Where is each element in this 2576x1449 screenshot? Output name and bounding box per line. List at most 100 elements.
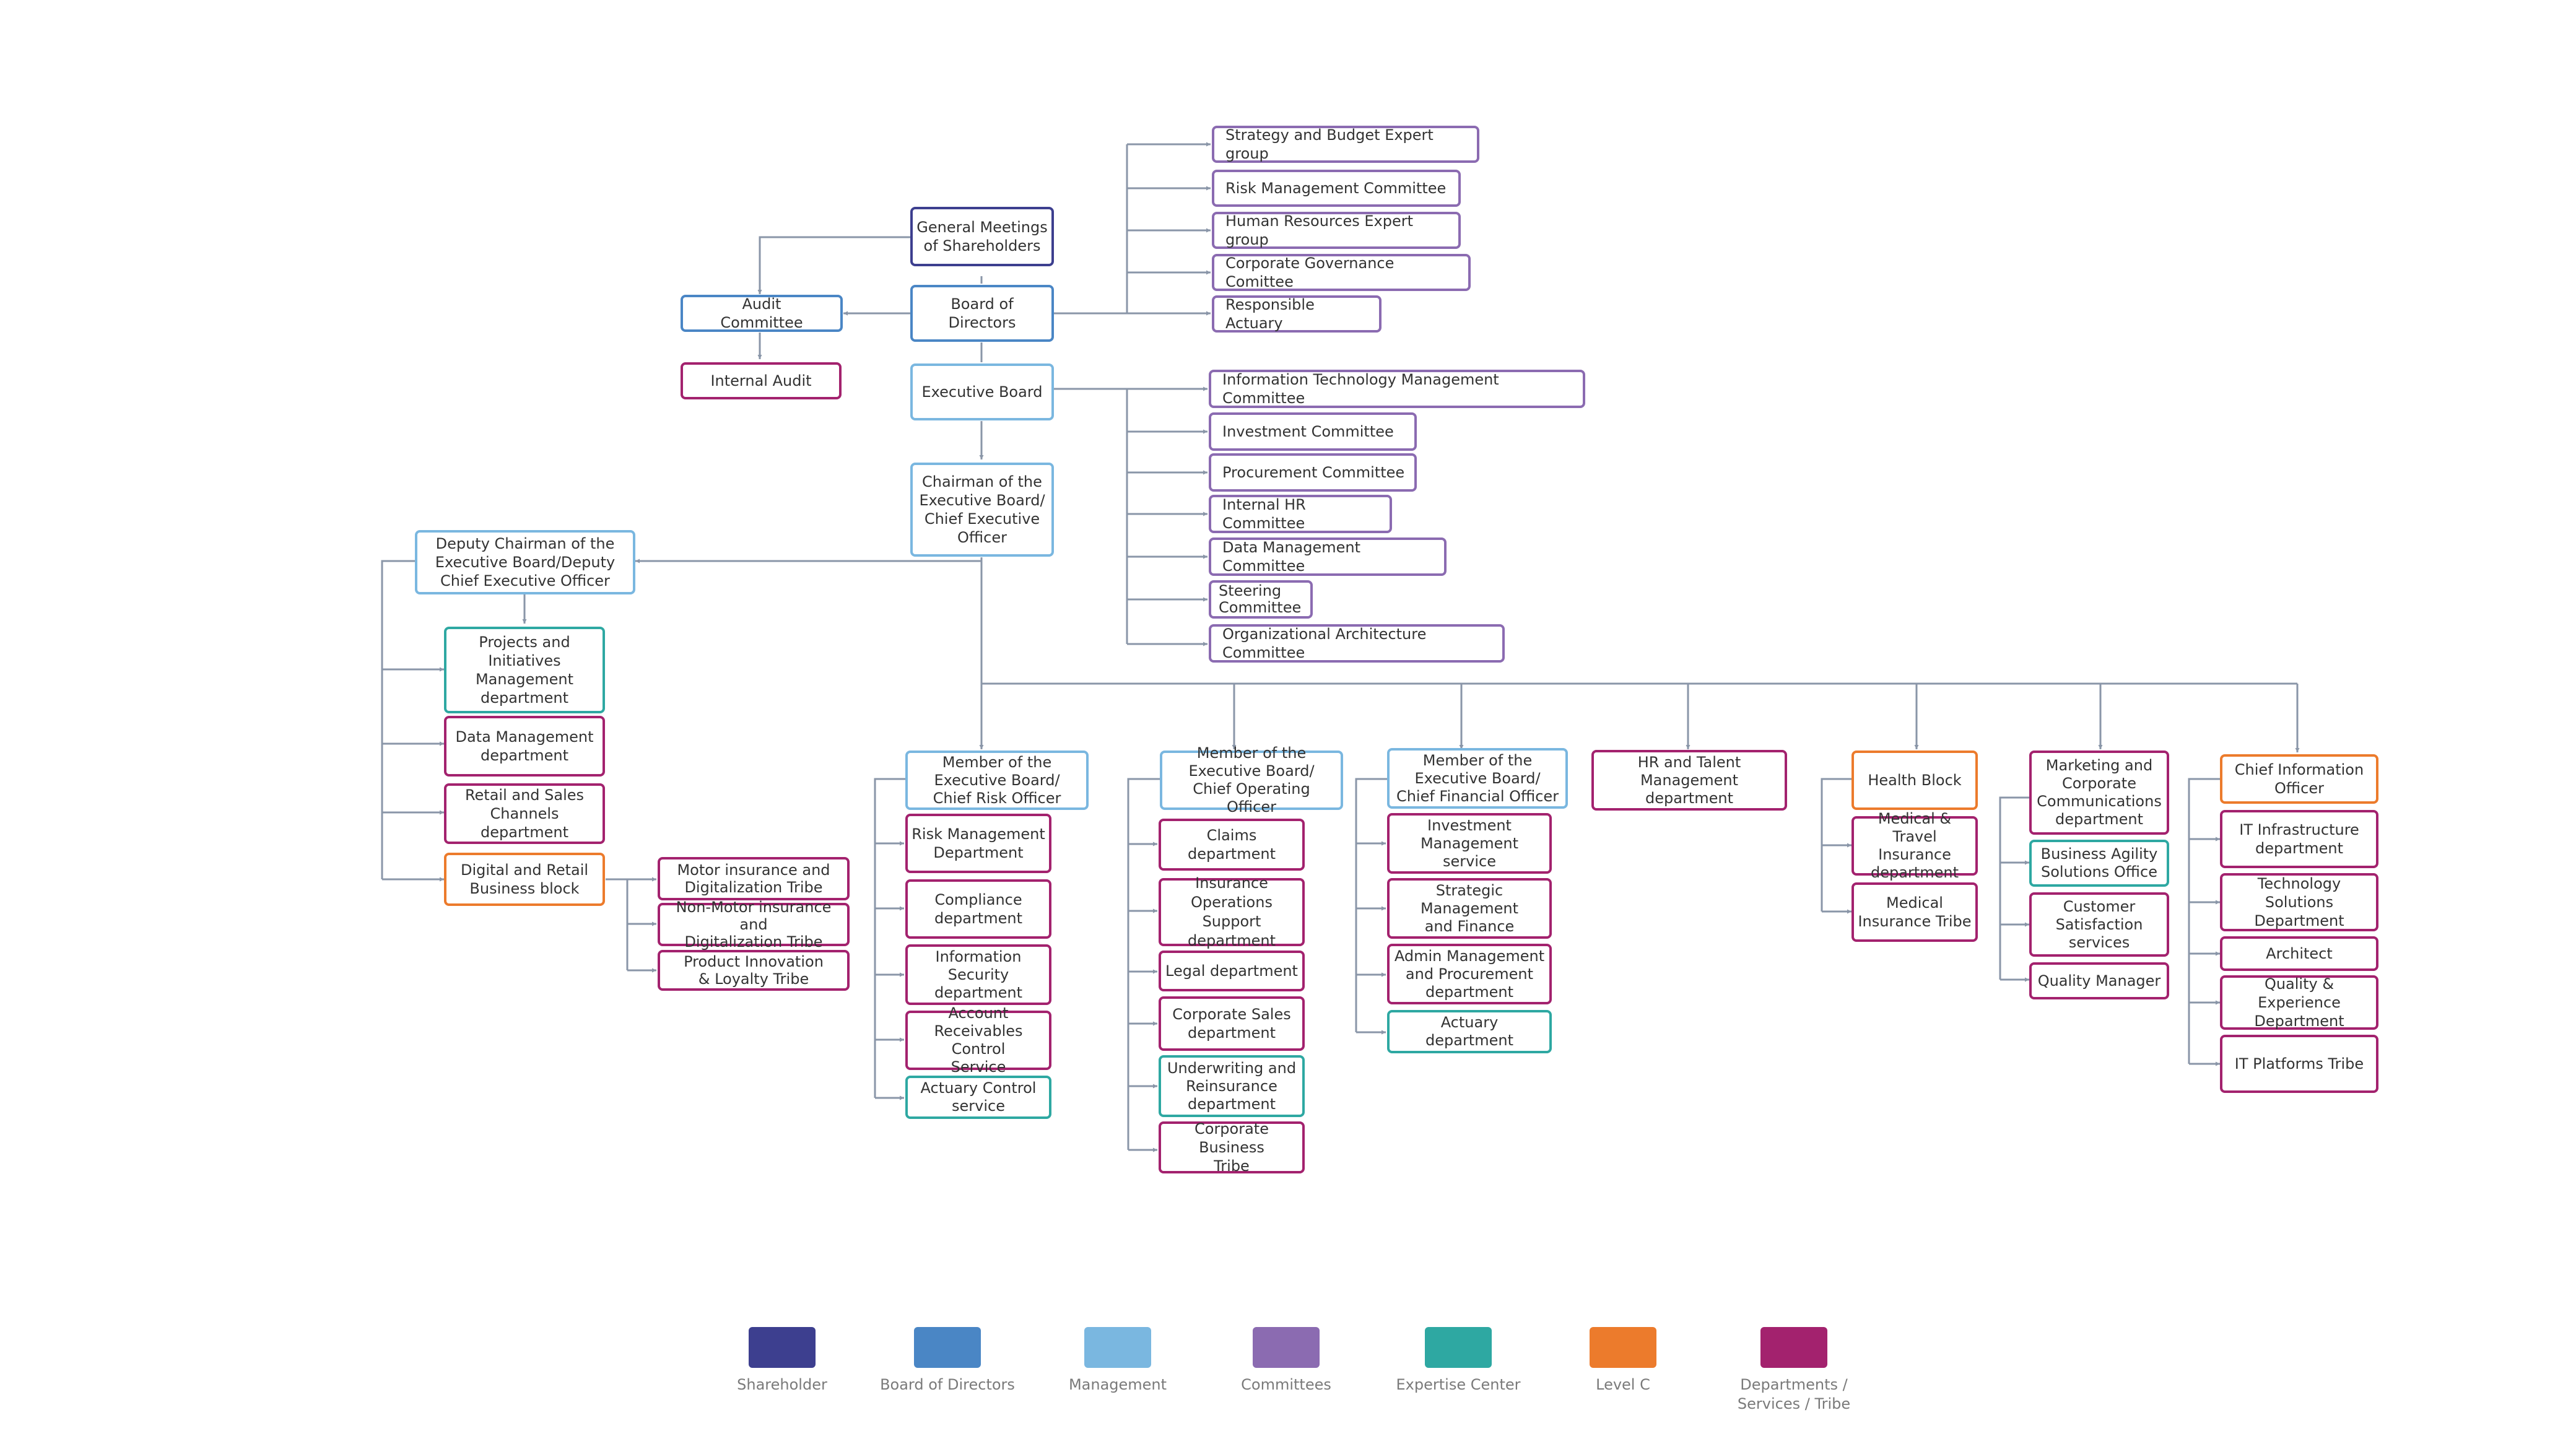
customer-satisfaction-node: Customer Satisfaction services <box>2029 892 2169 957</box>
node-label: Data Management department <box>455 728 594 764</box>
hr-expert-group-node: Human Resources Expert group <box>1212 212 1461 249</box>
account-receivables-node: Account Receivables Control Service <box>905 1004 1051 1076</box>
node-label: Chief Information Officer <box>2234 761 2364 797</box>
data-management-dept-node: Data Management department <box>444 716 605 777</box>
it-management-committee-node: Information Technology Management Commit… <box>1209 370 1585 408</box>
risk-management-committee-node: Risk Management Committee <box>1212 170 1461 207</box>
steering-committee-node: Steering Committee <box>1209 580 1313 619</box>
node-label: IT Platforms Tribe <box>2234 1055 2364 1073</box>
node-label: Information Security department <box>934 947 1022 1001</box>
node-label: Actuary Control service <box>920 1079 1037 1115</box>
node-label: General Meetings of Shareholders <box>916 219 1048 255</box>
org-architecture-committee-node: Organizational Architecture Committee <box>1209 624 1505 663</box>
node-label: Quality Manager <box>2037 972 2161 990</box>
node-label: Audit Committee <box>720 295 803 331</box>
legend-swatch <box>914 1327 981 1368</box>
internal-audit-node: Internal Audit <box>681 362 842 399</box>
legend-label: Level C <box>1596 1376 1650 1393</box>
node-label: Procurement Committee <box>1222 464 1405 481</box>
legend-label: Departments / Services / Tribe <box>1737 1376 1851 1412</box>
node-label: Insurance Operations Support department <box>1188 874 1276 949</box>
legend-swatch <box>749 1327 816 1368</box>
node-label: Motor insurance and Digitalization Tribe <box>677 861 830 896</box>
node-label: Organizational Architecture Committee <box>1222 625 1427 661</box>
node-label: Digital and Retail Business block <box>460 861 589 897</box>
legend-label: Management <box>1068 1376 1167 1393</box>
node-label: Account Receivables Control Service <box>934 1004 1023 1076</box>
coo-node: Member of the Executive Board/ Chief Ope… <box>1160 744 1343 816</box>
node-label: Technology Solutions Department <box>2254 875 2344 929</box>
node-label: Steering Committee <box>1219 582 1302 616</box>
responsible-actuary-node: Responsible Actuary <box>1212 295 1382 333</box>
node-label: Risk Management Department <box>912 825 1045 861</box>
corporate-business-tribe-node: Corporate Business Tribe <box>1159 1120 1305 1175</box>
info-security-node: Information Security department <box>905 944 1051 1005</box>
medical-tribe-node: Medical Insurance Tribe <box>1852 882 1978 942</box>
node-label: Member of the Executive Board/ Chief Fin… <box>1396 751 1559 805</box>
legend-swatch <box>1590 1327 1656 1368</box>
quality-experience-node: Quality & Experience Department <box>2220 975 2378 1030</box>
node-label: Investment Committee <box>1222 423 1394 440</box>
hr-talent-node: HR and Talent Management department <box>1591 750 1787 811</box>
node-label: Member of the Executive Board/ Chief Ope… <box>1188 744 1315 816</box>
it-infrastructure-node: IT Infrastructure department <box>2220 810 2378 868</box>
it-platforms-node: IT Platforms Tribe <box>2220 1035 2378 1093</box>
audit-committee-node: Audit Committee <box>681 295 843 332</box>
node-label: Corporate Governance Comittee <box>1225 255 1395 290</box>
legend-item-level-c: Level C <box>1552 1327 1694 1395</box>
node-label: Health Block <box>1868 772 1962 789</box>
node-label: Marketing and Corporate Communications d… <box>2037 757 2162 828</box>
technology-solutions-node: Technology Solutions Department <box>2220 873 2378 931</box>
legend-item-shareholder: Shareholder <box>711 1327 853 1395</box>
legend-item-expertise: Expertise Center <box>1387 1327 1530 1395</box>
claims-node: Claims department <box>1159 819 1305 871</box>
legend-label: Expertise Center <box>1396 1376 1521 1393</box>
executive-board-node: Executive Board <box>910 363 1054 420</box>
node-label: Customer Satisfaction services <box>2055 897 2143 951</box>
node-label: Data Management Committee <box>1222 539 1361 575</box>
node-label: HR and Talent Management department <box>1637 753 1741 807</box>
insurance-operations-support-node: Insurance Operations Support department <box>1159 874 1305 949</box>
procurement-committee-node: Procurement Committee <box>1209 453 1417 492</box>
node-label: Non-Motor insurance and Digitalization T… <box>676 899 832 951</box>
node-label: Corporate Business Tribe <box>1194 1120 1269 1175</box>
projects-initiatives-node: Projects and Initiatives Management depa… <box>444 627 605 713</box>
legend-swatch <box>1425 1327 1492 1368</box>
node-label: Corporate Sales department <box>1172 1006 1291 1042</box>
risk-management-dept-node: Risk Management Department <box>905 814 1051 873</box>
node-label: Risk Management Committee <box>1225 180 1447 197</box>
node-label: Architect <box>2266 945 2333 962</box>
node-label: Medical & Travel Insurance department <box>1871 810 1959 881</box>
corporate-governance-node: Corporate Governance Comittee <box>1212 254 1471 291</box>
legend-label: Board of Directors <box>880 1376 1015 1393</box>
cro-node: Member of the Executive Board/ Chief Ris… <box>905 751 1089 810</box>
cfo-node: Member of the Executive Board/ Chief Fin… <box>1387 748 1568 809</box>
digital-retail-node: Digital and Retail Business block <box>444 853 605 906</box>
investment-management-node: Investment Management service <box>1387 813 1552 874</box>
node-label: Strategy and Budget Expert group <box>1225 126 1434 162</box>
legend-label: Committees <box>1241 1376 1331 1393</box>
legend-swatch <box>1084 1327 1151 1368</box>
legend-label: Shareholder <box>737 1376 827 1393</box>
general-meetings-node: General Meetings of Shareholders <box>910 207 1054 266</box>
node-label: Human Resources Expert group <box>1225 212 1414 248</box>
node-label: Chairman of the Executive Board/ Chief E… <box>919 473 1045 546</box>
node-label: Underwriting and Reinsurance department <box>1167 1059 1297 1113</box>
legend-swatch <box>1253 1327 1320 1368</box>
legend-item-management: Management <box>1046 1327 1189 1395</box>
investment-committee-node: Investment Committee <box>1209 412 1417 451</box>
strategy-budget-node: Strategy and Budget Expert group <box>1212 126 1479 163</box>
node-label: Member of the Executive Board/ Chief Ris… <box>933 753 1061 807</box>
compliance-node: Compliance department <box>905 879 1051 939</box>
legend-item-committees: Committees <box>1215 1327 1357 1395</box>
health-block-node: Health Block <box>1852 751 1978 810</box>
node-label: Responsible Actuary <box>1225 296 1315 332</box>
node-label: Information Technology Management Commit… <box>1222 371 1499 407</box>
legend-item-departments: Departments / Services / Tribe <box>1723 1327 1865 1414</box>
legal-node: Legal department <box>1159 951 1305 991</box>
node-label: Business Agility Solutions Office <box>2040 845 2158 881</box>
motor-tribe-node: Motor insurance and Digitalization Tribe <box>658 857 850 900</box>
node-label: Quality & Experience Department <box>2254 975 2344 1030</box>
